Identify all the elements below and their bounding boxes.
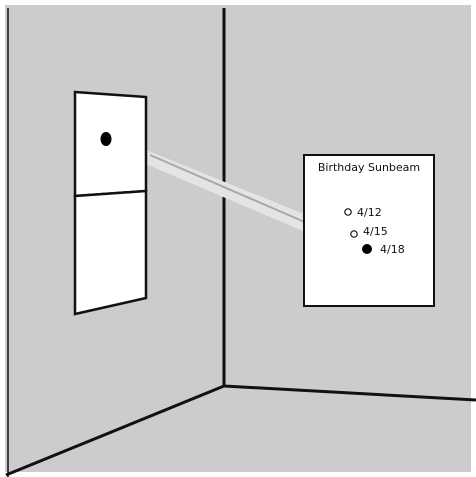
poster-title: Birthday Sunbeam: [318, 161, 420, 174]
mark-4-15-marker: [351, 231, 357, 237]
mark-4-18-label: 4/18: [380, 243, 405, 256]
window: [75, 92, 146, 314]
window-hole-dot: [101, 132, 112, 146]
poster: Birthday Sunbeam 4/12 4/15 4/18: [304, 155, 434, 306]
window-pane-upper: [75, 92, 146, 196]
mark-4-12-label: 4/12: [357, 206, 382, 219]
mark-4-12-marker: [345, 209, 351, 215]
mark-4-18-marker: [362, 244, 372, 254]
mark-4-15-label: 4/15: [363, 225, 388, 238]
window-pane-lower: [75, 191, 146, 314]
